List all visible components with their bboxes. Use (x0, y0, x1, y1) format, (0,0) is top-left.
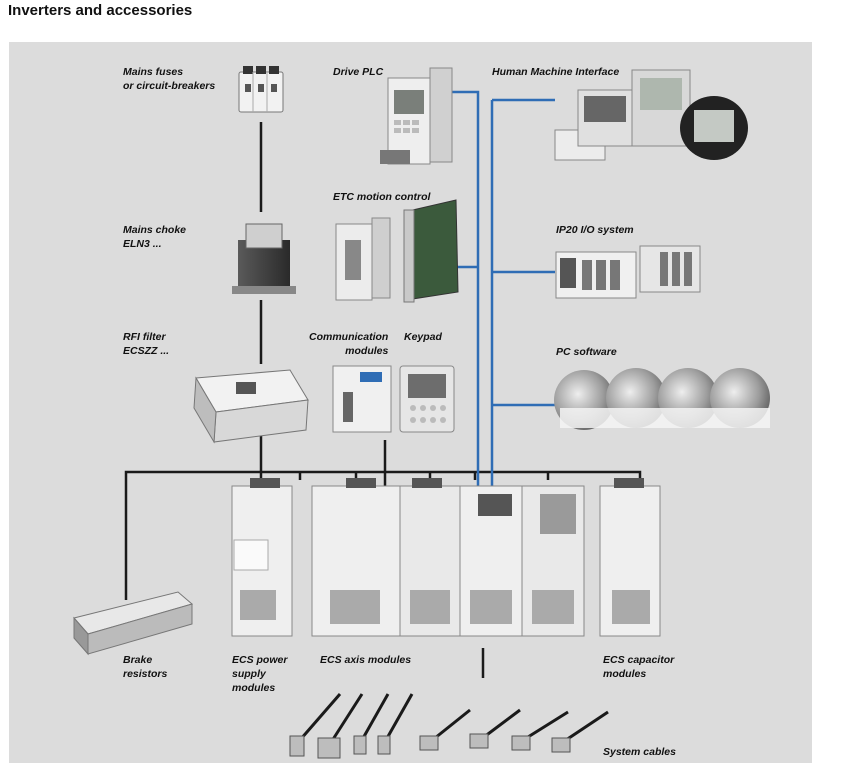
hmi-devices-icon (554, 69, 748, 161)
ecs-power-supply-module-icon (231, 478, 293, 637)
label-etc-motion-control: ETC motion control (333, 191, 431, 203)
label-system-cables: System cables (603, 746, 676, 758)
ip20-io-system-icon (555, 245, 701, 299)
ecs-axis-module-icon-4 (521, 485, 585, 637)
pc-software-icon (554, 368, 770, 430)
brake-resistor-icon (73, 591, 194, 656)
ecs-axis-module-icon-3 (459, 485, 523, 637)
ecs-capacitor-module-icon (599, 478, 661, 637)
label-pc-software: PC software (556, 346, 617, 358)
etc-motion-control-icon (335, 199, 459, 303)
label-ecs-axis-modules: ECS axis modules (320, 654, 412, 666)
label-ip20-io-system: IP20 I/O system (556, 224, 634, 236)
communication-module-icon (332, 365, 392, 433)
mains-fuses-icon (238, 66, 284, 113)
mains-choke-icon (232, 223, 296, 294)
rfi-filter-icon (193, 369, 309, 444)
label-hmi: Human Machine Interface (492, 66, 620, 78)
system-cables-icon (298, 693, 609, 746)
label-keypad: Keypad (404, 331, 442, 343)
ecs-axis-module-icon-1 (311, 478, 401, 637)
drive-plc-icon (380, 67, 453, 165)
page-title: Inverters and accessories (8, 2, 193, 19)
ecs-axis-module-icon-2 (399, 478, 461, 637)
keypad-icon (399, 365, 455, 433)
system-cable-connectors (289, 733, 571, 759)
label-drive-plc: Drive PLC (333, 66, 384, 78)
power-wiring (124, 122, 642, 678)
